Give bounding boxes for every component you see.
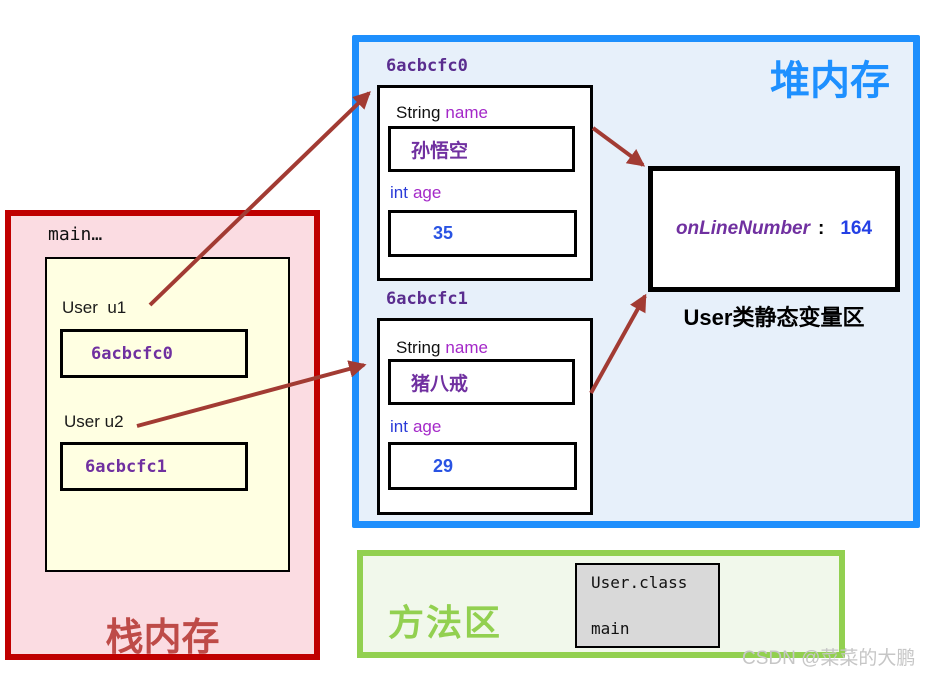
object0-name-value-box: 孙悟空	[388, 126, 575, 172]
var-u2-value: 6acbcfc1	[85, 456, 167, 477]
var-u1-value: 6acbcfc0	[91, 343, 173, 364]
object0-age-value-box: 35	[388, 210, 577, 257]
object1-age-value-box: 29	[388, 442, 577, 490]
object1-field1-type: int	[390, 417, 408, 436]
heap-title: 堆内存	[770, 59, 890, 103]
object0-field0-name: name	[445, 103, 488, 122]
object0-name-value: 孙悟空	[411, 140, 469, 162]
var-u1-value-box: 6acbcfc0	[60, 329, 248, 378]
var-u1-label: User u1	[62, 298, 127, 317]
static-field-name: onLineNumber	[675, 218, 811, 239]
object1-address: 6acbcfc1	[386, 289, 468, 309]
object1-field0-type: String	[396, 338, 441, 357]
var-u2-value-box: 6acbcfc1	[60, 442, 248, 491]
object1-name-value-box: 猪八戒	[388, 359, 575, 405]
stack-title: 栈内存	[105, 617, 220, 659]
static-area-caption: User类静态变量区	[683, 305, 865, 330]
var-u2-label: User u2	[64, 412, 124, 431]
object0-address: 6acbcfc0	[386, 56, 468, 76]
stack-frame-label: main…	[48, 224, 103, 245]
class-entry-userclass: User.class	[591, 573, 688, 592]
object0-field1-type: int	[390, 183, 408, 202]
class-box: User.class main	[575, 563, 720, 648]
object0-field0-type: String	[396, 103, 441, 122]
class-entry-main: main	[591, 619, 630, 638]
object0-field1-name: age	[412, 183, 442, 202]
object0-age-value: 35	[433, 223, 454, 243]
static-separator: :	[818, 218, 825, 239]
object1-field0-name: name	[445, 338, 488, 357]
object1-age-value: 29	[433, 455, 454, 476]
watermark: CSDN @菜菜的大鹏	[742, 648, 916, 669]
method-area-title: 方法区	[388, 602, 503, 643]
object1-name-value: 猪八戒	[411, 373, 469, 395]
static-field-value: 164	[840, 218, 873, 239]
object1-field1-name: age	[412, 417, 442, 436]
static-variable-box: onLineNumber : 164	[648, 166, 900, 292]
